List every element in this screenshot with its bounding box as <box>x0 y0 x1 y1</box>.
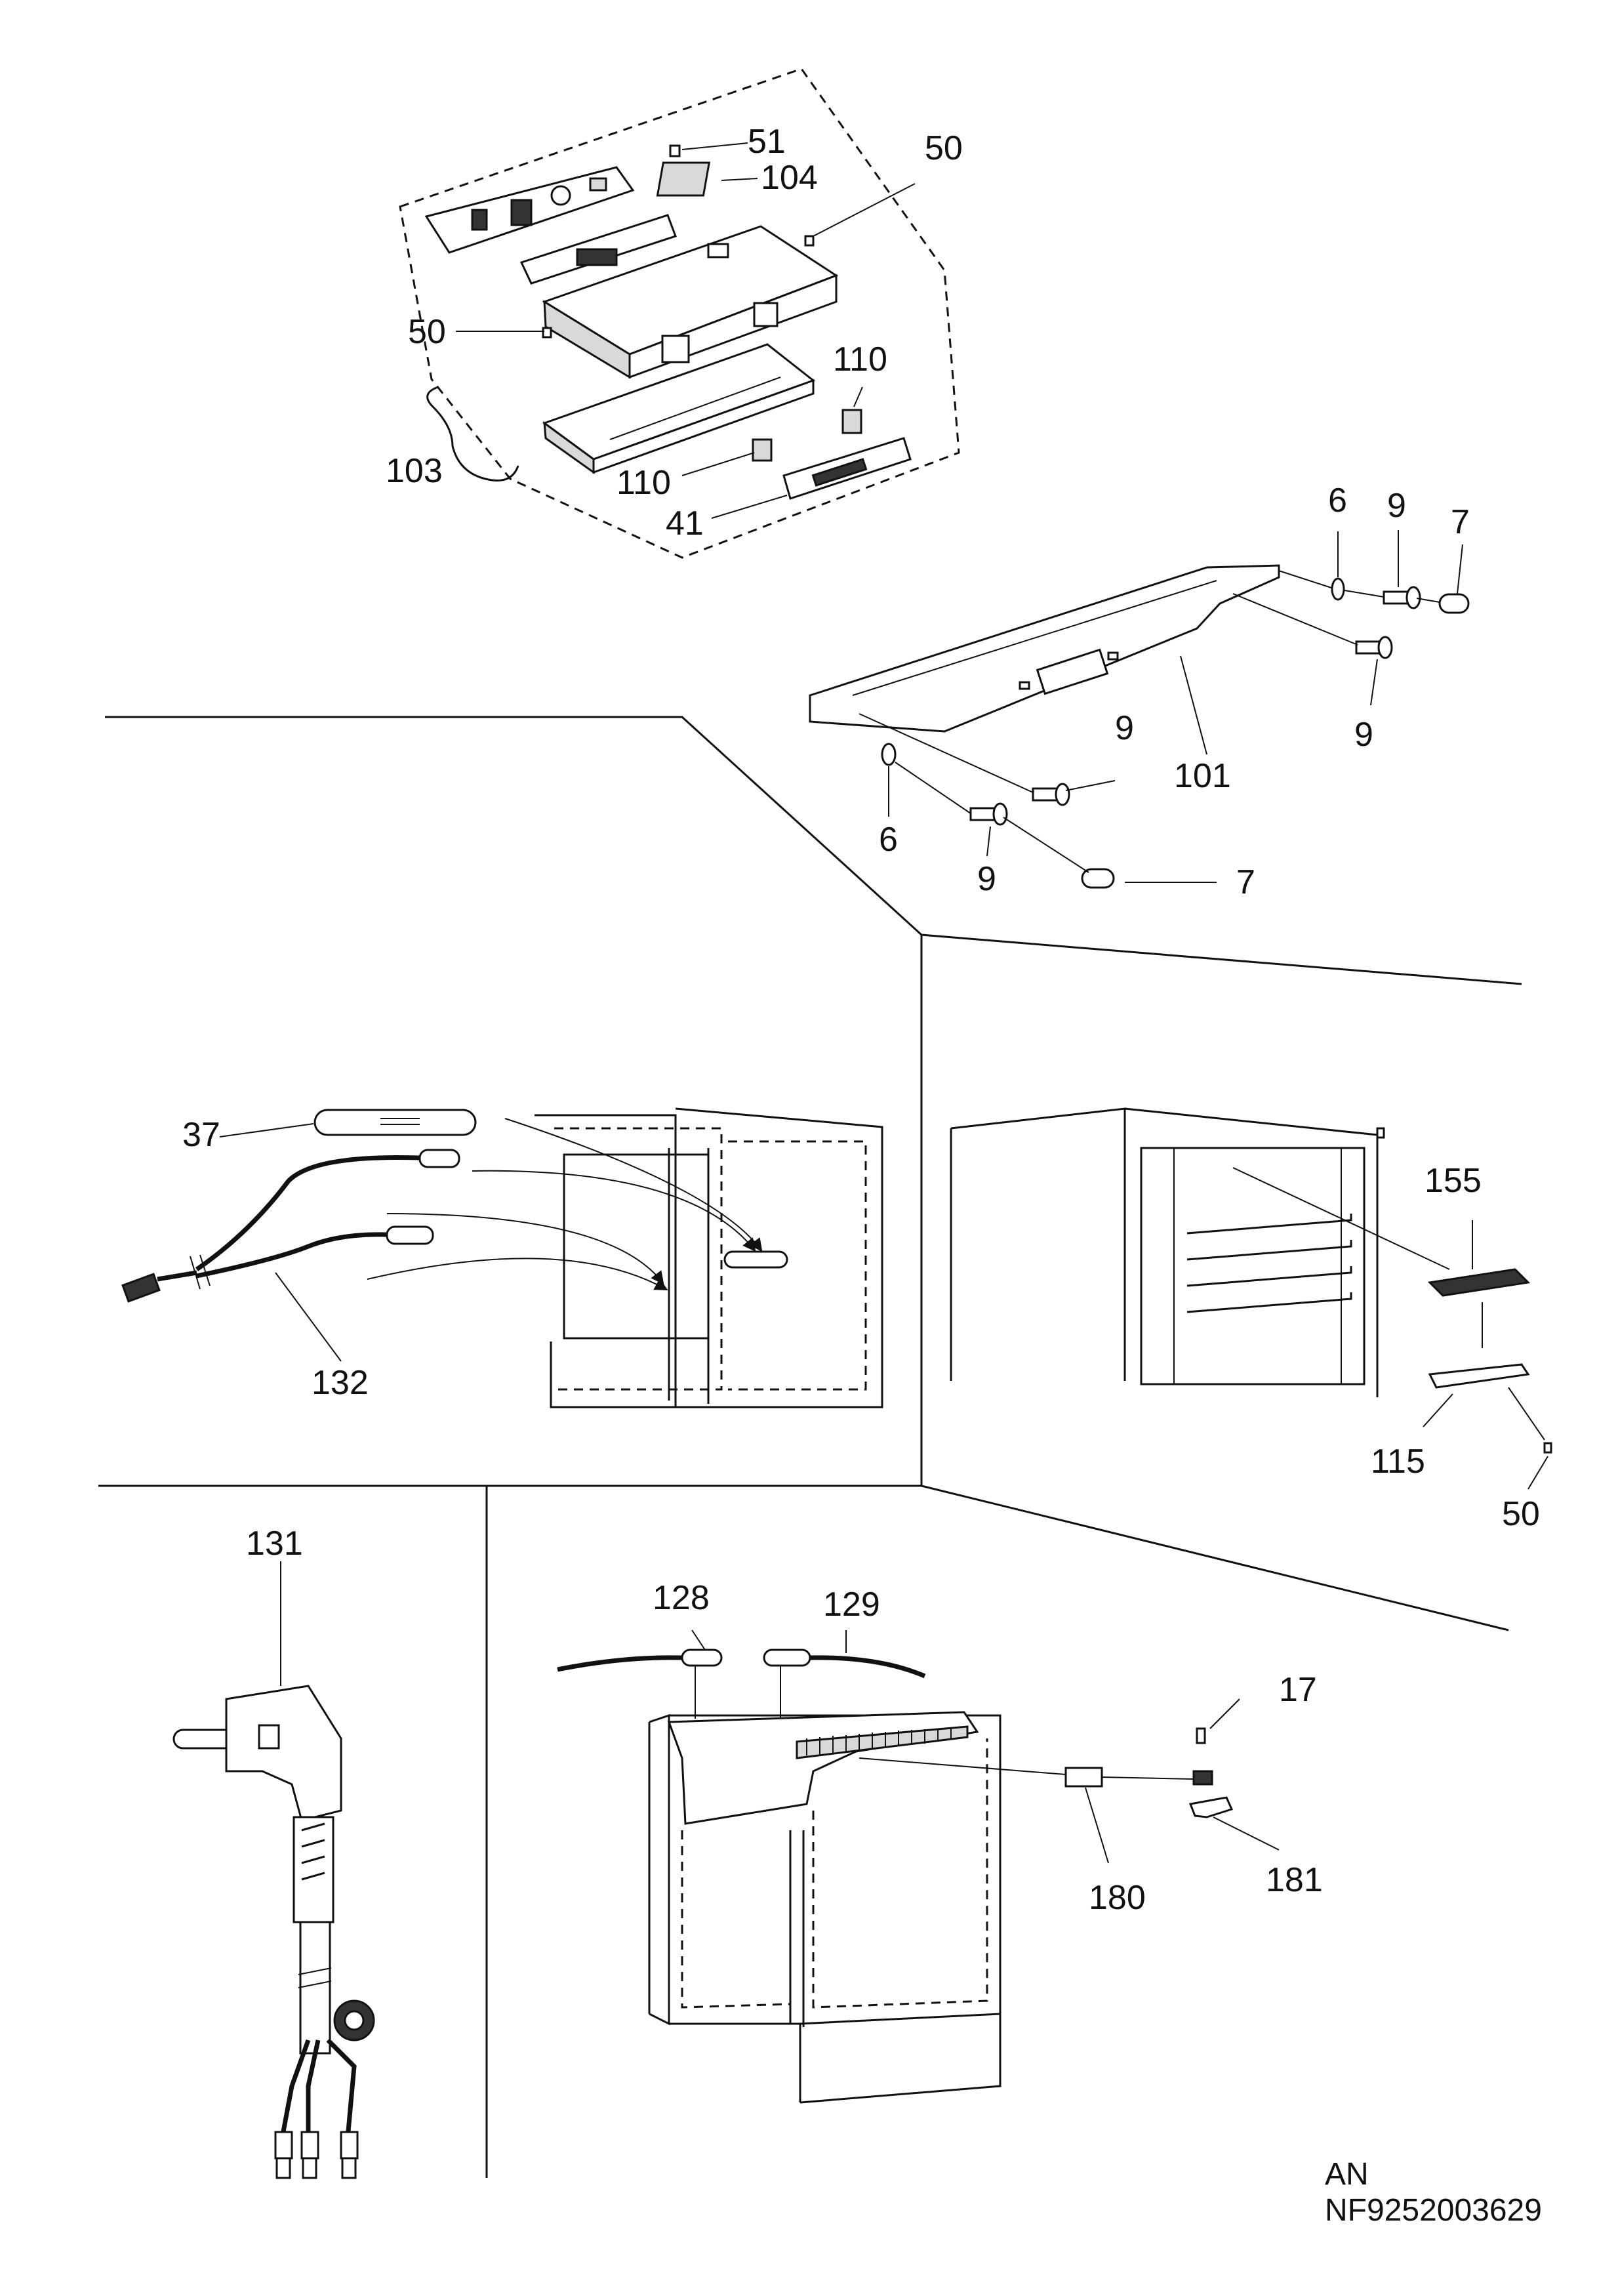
freezer-section <box>950 1107 1552 1490</box>
label-128: 128 <box>653 1579 710 1617</box>
switch-181-head <box>1192 1770 1213 1786</box>
sensor-section <box>121 1107 883 1408</box>
label-103: 103 <box>386 452 443 490</box>
cord-strain-relief <box>293 1816 334 2055</box>
housing-base <box>542 343 816 474</box>
wire-terminals <box>274 2131 359 2179</box>
pin-50-left <box>542 327 552 338</box>
clip-110-right <box>841 409 862 434</box>
connector-180 <box>1064 1767 1103 1788</box>
top-panel-assembly <box>809 530 1470 889</box>
lighting-section <box>557 1630 1280 2104</box>
document-footer: AN NF9252003629 <box>1325 2157 1542 2228</box>
screw-9-left-a <box>1032 783 1070 806</box>
label-50-freezer: 50 <box>1502 1495 1540 1533</box>
led-strip <box>806 1728 952 1755</box>
screw-17 <box>1196 1727 1206 1744</box>
label-101: 101 <box>1174 757 1231 795</box>
label-37: 37 <box>182 1116 220 1154</box>
label-131: 131 <box>246 1525 303 1563</box>
section-dividers <box>98 716 1522 2178</box>
label-41: 41 <box>666 504 704 543</box>
label-132: 132 <box>312 1364 369 1402</box>
label-155 <box>1427 1268 1531 1297</box>
market-code: AN <box>1325 2157 1369 2192</box>
label-51: 51 <box>748 123 786 161</box>
housing-cover <box>542 225 839 379</box>
sensor-cover-installed <box>723 1250 788 1269</box>
cable-128 <box>557 1655 683 1672</box>
label-6-right: 6 <box>1328 482 1347 520</box>
pin-50-freezer <box>1543 1442 1552 1454</box>
pcb-board <box>424 166 635 254</box>
cabinet-fridge <box>535 1107 883 1408</box>
label-104: 104 <box>761 159 818 197</box>
screw-9-right-top <box>1383 586 1421 609</box>
plate-115 <box>1428 1363 1530 1389</box>
switch-181 <box>1188 1796 1234 1818</box>
label-50-top-left: 50 <box>408 313 446 351</box>
wire-blue <box>306 2040 321 2139</box>
label-9-left-b: 9 <box>977 860 996 898</box>
label-9-left-a: 9 <box>1115 709 1134 747</box>
cable-129 <box>809 1655 926 1679</box>
screw-9-left-b <box>969 802 1008 826</box>
freezer-shelves <box>1186 1214 1352 1313</box>
clip-110-left <box>752 438 773 462</box>
label-50-top-right: 50 <box>925 129 963 167</box>
washer-6-left <box>881 743 897 766</box>
label-6-left: 6 <box>879 821 898 859</box>
pin-50-right <box>804 235 815 247</box>
label-7-right: 7 <box>1451 503 1470 541</box>
callout-labels: 51 104 50 50 110 110 103 41 6 9 7 9 101 … <box>182 123 1540 1917</box>
label-155: 155 <box>1425 1162 1482 1200</box>
cabinet-fridge-lower <box>648 1711 1001 2104</box>
display-frame <box>782 437 912 500</box>
display-board <box>519 214 677 285</box>
label-129: 129 <box>823 1586 880 1624</box>
label-110-upper: 110 <box>833 340 887 379</box>
plug-body <box>225 1685 342 1822</box>
decal-104 <box>656 161 711 197</box>
label-181: 181 <box>1266 1861 1323 1899</box>
label-9-right-bottom: 9 <box>1354 716 1373 754</box>
wire-brown <box>279 2039 311 2139</box>
cap-7-right <box>1438 593 1470 614</box>
power-cord-section <box>172 1561 375 2179</box>
pin-51 <box>669 144 681 157</box>
cap-7-left <box>1081 868 1115 889</box>
top-panel <box>809 564 1280 733</box>
label-180: 180 <box>1089 1879 1146 1917</box>
washer-6-right <box>1331 577 1345 601</box>
wire-earth <box>326 2038 357 2139</box>
sensor-cover-37 <box>313 1109 477 1136</box>
label-110-lower: 110 <box>617 464 671 502</box>
sensor-connector <box>121 1273 161 1303</box>
document-code: NF9252003629 <box>1325 2193 1542 2228</box>
label-17: 17 <box>1279 1671 1317 1709</box>
screw-9-right-bottom <box>1355 636 1393 659</box>
label-9-right-top: 9 <box>1387 487 1406 525</box>
label-115: 115 <box>1371 1443 1425 1481</box>
control-box-assembly <box>399 68 960 559</box>
label-7-left: 7 <box>1236 863 1255 901</box>
